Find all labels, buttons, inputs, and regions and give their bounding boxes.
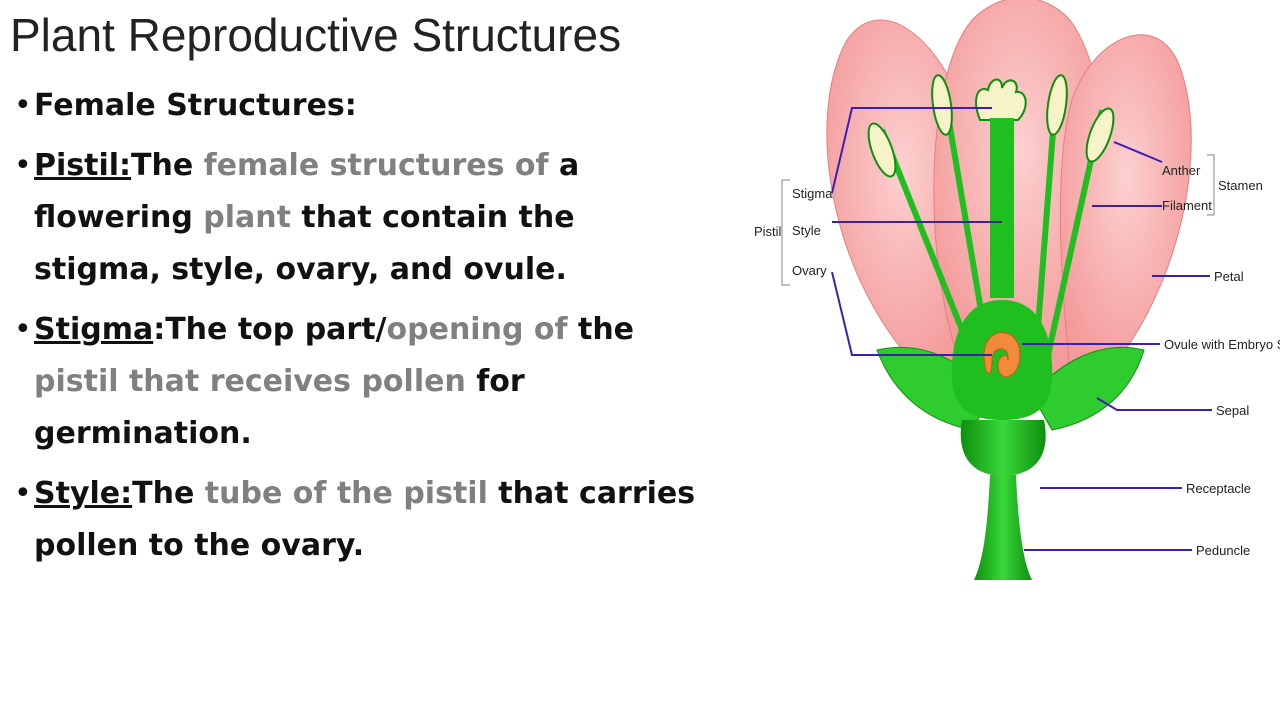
ovary-label: Ovary	[792, 263, 827, 278]
anther	[931, 74, 953, 136]
pistil-text: The	[131, 148, 204, 183]
stigma-text: for	[465, 364, 525, 399]
pistil-label: Pistil	[754, 224, 782, 239]
stigma-line	[831, 107, 992, 194]
style-term: Style:	[34, 476, 133, 511]
ovary-line	[831, 271, 992, 356]
pistil-text: flowering	[34, 200, 204, 235]
stigma-label: Stigma	[792, 186, 833, 201]
pistil-bracket	[781, 179, 790, 286]
stigma-text: pistil that receives pollen	[34, 364, 466, 399]
pistil-text: stigma, style, ovary, and ovule.	[34, 252, 567, 287]
pistil-text: a	[548, 148, 580, 183]
style-text: that carries	[487, 476, 696, 511]
bullet-list: Female Structures: Pistil:The female str…	[14, 80, 752, 580]
sepal-label: Sepal	[1216, 403, 1249, 418]
anther	[867, 122, 897, 178]
stigma	[975, 78, 1027, 121]
style-text: tube of the pistil	[204, 476, 488, 511]
anther	[1046, 74, 1068, 136]
flower-diagram: Stigma Style Ovary Pistil Anther Filamen…	[754, 0, 1280, 580]
peduncle-label: Peduncle	[1196, 543, 1250, 558]
bullet-female-structures: Female Structures:	[14, 80, 752, 132]
pistil-text: plant	[203, 200, 291, 235]
bullet-style: Style:The tube of the pistil that carrie…	[14, 468, 752, 572]
style	[990, 118, 1014, 298]
sepal-line	[1096, 397, 1212, 411]
stigma-text: :The top part/	[153, 312, 387, 347]
stigma-text: germination.	[34, 416, 252, 451]
peduncle	[974, 475, 1032, 580]
style-label: Style	[792, 223, 821, 238]
bullet-stigma: Stigma:The top part/opening of the pistil…	[14, 304, 752, 460]
stigma-text: opening of	[386, 312, 568, 347]
slide-text-panel: Plant Reproductive Structures Female Str…	[0, 0, 752, 720]
female-structures-heading: Female Structures:	[34, 88, 357, 123]
pistil-term: Pistil:	[34, 148, 132, 183]
stigma-term: Stigma	[34, 312, 154, 347]
pistil-text: female structures of	[203, 148, 549, 183]
stigma-text: the	[567, 312, 635, 347]
label-lines	[831, 107, 1212, 551]
bullet-pistil: Pistil:The female structures of a floweri…	[14, 140, 752, 296]
slide-title: Plant Reproductive Structures	[10, 9, 622, 61]
pistil	[951, 78, 1053, 420]
sepal-right	[1031, 346, 1145, 431]
pistil-text: that contain the	[290, 200, 575, 235]
receptacle-label: Receptacle	[1186, 481, 1251, 496]
style-text: pollen to the ovary.	[34, 528, 365, 563]
ovule-label: Ovule with Embryo Sac	[1164, 337, 1280, 352]
ovule	[983, 332, 1021, 378]
receptacle	[960, 420, 1046, 475]
stamen-bracket	[1207, 154, 1215, 216]
anther-label: Anther	[1162, 163, 1201, 178]
petal-label: Petal	[1214, 269, 1244, 284]
filament-label: Filament	[1162, 198, 1212, 213]
anther	[1085, 107, 1115, 163]
anther-line	[1113, 141, 1163, 163]
stamen-label: Stamen	[1218, 178, 1263, 193]
style-text: The	[132, 476, 205, 511]
